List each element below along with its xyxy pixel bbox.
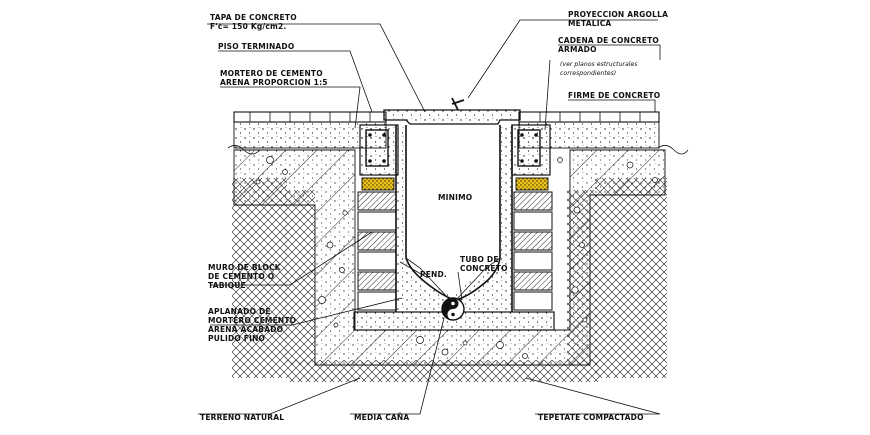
label-firme: FIRME DE CONCRETO: [568, 91, 660, 100]
label-tapa-1: TAPA DE CONCRETO: [210, 13, 297, 22]
label-aplanado-3: ARENA ACABADO: [208, 325, 283, 334]
label-tapa-2: F'c= 150 Kg/cm2.: [210, 22, 286, 31]
label-pend: PEND.: [420, 270, 447, 279]
label-minimo: MINIMO: [438, 193, 472, 202]
label-aplanado-1: APLANADO DE: [208, 307, 271, 316]
block-walls: [357, 191, 553, 311]
label-ver-2: correspondientes): [560, 69, 616, 77]
label-cadena-2: ARMADO: [558, 45, 597, 54]
label-tepetate: TEPETATE COMPACTADO: [538, 413, 644, 422]
label-cadena-1: CADENA DE CONCRETO: [558, 36, 659, 45]
label-proyeccion-1: PROYECCION ARGOLLA: [568, 10, 668, 19]
label-muro-2: DE CEMENTO O: [208, 272, 274, 281]
label-muro-1: MURO DE BLOCK: [208, 263, 282, 272]
leader-lines: [198, 19, 661, 415]
label-mortero-1: MORTERO DE CEMENTO: [220, 69, 323, 78]
concrete-cover: [383, 97, 521, 125]
label-muro-3: TABIQUE: [208, 281, 246, 290]
label-tubo-2: CONCRETO: [460, 264, 508, 273]
label-aplanado-2: MORTERO CEMENTO: [208, 316, 296, 325]
concrete-pipe: [441, 297, 465, 321]
gravel-stones: [255, 156, 658, 359]
label-proyeccion-2: METALICA: [568, 19, 611, 28]
label-terreno: TERRENO NATURAL: [200, 413, 284, 422]
label-tubo-1: TUBO DE: [460, 255, 499, 264]
label-mortero-2: ARENA PROPORCION 1:5: [220, 78, 328, 87]
label-media-cana: MEDIA CAÑA: [354, 413, 409, 422]
annotation-labels: TAPA DE CONCRETO F'c= 150 Kg/cm2. PISO T…: [200, 10, 668, 422]
label-piso: PISO TERMINADO: [218, 42, 294, 51]
label-ver-1: (ver planos estructurales: [560, 60, 638, 68]
label-aplanado-4: PULIDO FINO: [208, 334, 265, 343]
chain-beams: [359, 124, 551, 191]
